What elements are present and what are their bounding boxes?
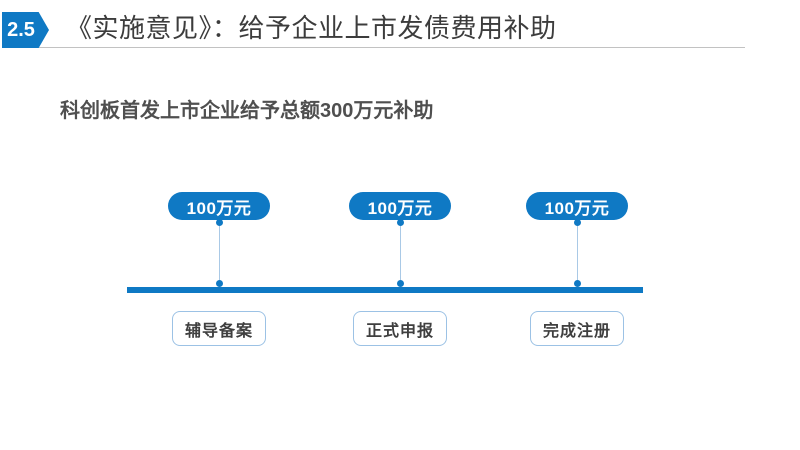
connector-dot-bottom: [396, 280, 404, 287]
subsidy-amount-pill: 100万元: [168, 192, 270, 220]
stage-label-box: 正式申报: [353, 311, 447, 346]
stage-label: 辅导备案: [184, 320, 253, 340]
timeline-stage-3: 100万元 完成注册: [517, 192, 637, 346]
stage-label-box: 辅导备案: [172, 311, 266, 346]
connector-dot-top: [215, 219, 223, 226]
timeline-stage-2: 100万元 正式申报: [340, 192, 460, 346]
slide-subtitle: 科创板首发上市企业给予总额300万元补助: [60, 100, 434, 122]
connector-line: [218, 226, 220, 280]
slide-title: 《实施意见》：给予企业上市发债费用补助: [66, 14, 557, 44]
subsidy-amount-pill: 100万元: [349, 192, 451, 220]
stage-label: 完成注册: [542, 320, 611, 340]
title-underline: [30, 47, 745, 48]
timeline-stage-1: 100万元 辅导备案: [159, 192, 279, 346]
connector-line: [399, 226, 401, 280]
connector-dot-top: [396, 219, 404, 226]
timeline-axis: [127, 287, 643, 293]
section-number-badge: 2.5: [2, 12, 49, 48]
subsidy-amount-pill: 100万元: [526, 192, 628, 220]
connector-line: [576, 226, 578, 280]
connector-dot-bottom: [215, 280, 223, 287]
stage-label: 正式申报: [365, 320, 434, 340]
stage-label-box: 完成注册: [530, 311, 624, 346]
connector-dot-bottom: [573, 280, 581, 287]
connector-dot-top: [573, 219, 581, 226]
